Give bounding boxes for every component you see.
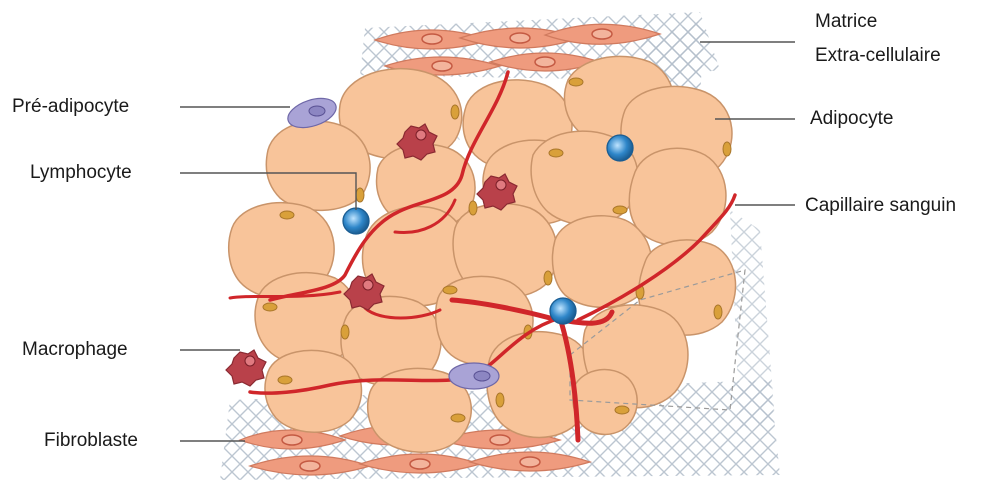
label-preadipocyte: Pré-adipocyte [12, 93, 129, 121]
label-fibroblaste: Fibroblaste [44, 427, 138, 455]
label-capillaire: Capillaire sanguin [805, 192, 956, 220]
label-matrice-line1: Matrice [815, 8, 877, 36]
label-adipocyte: Adipocyte [810, 105, 893, 133]
label-lymphocyte: Lymphocyte [30, 159, 132, 187]
label-matrice-line2: Extra-cellulaire [815, 42, 941, 70]
label-macrophage: Macrophage [22, 336, 128, 364]
